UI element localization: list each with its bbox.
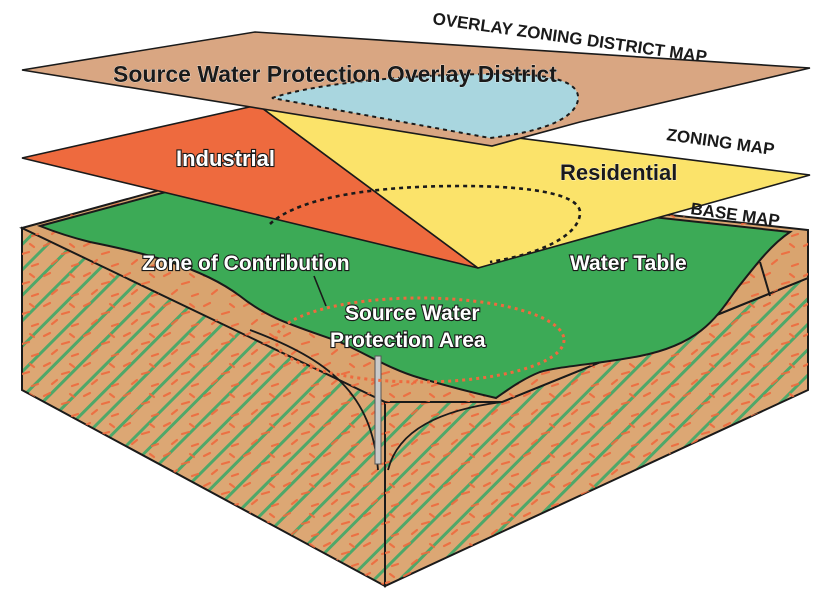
protection-area-label-line1: Source Water (345, 302, 480, 325)
overlay-zoning-layer (21, 31, 811, 147)
overlay-protection-district (271, 72, 580, 140)
zoning-map-layer (21, 103, 811, 269)
cone-of-depression-left (249, 329, 379, 471)
base-block (19, 166, 809, 588)
block-left-face-specks (22, 228, 385, 586)
zoning-industrial-label: Industrial (176, 146, 275, 171)
zone-of-contribution-label: Zone of Contribution (142, 252, 350, 275)
zoning-residential-label: Residential (560, 160, 677, 185)
protection-area-label-line2: Protection Area (330, 329, 486, 352)
cone-of-depression-right (387, 401, 503, 471)
source-water-protection-area-outline (274, 296, 566, 384)
zone-of-contribution-leader (313, 275, 327, 307)
overlay-district-label: Source Water Protection Overlay District (113, 61, 557, 87)
zoning-residential-area (255, 103, 811, 269)
well-casing (374, 355, 382, 465)
block-right-face-specks (385, 278, 808, 586)
water-table-label: Water Table (570, 252, 687, 275)
zoning-dotted-projection (269, 184, 582, 264)
water-table-edge-notch (759, 261, 771, 297)
